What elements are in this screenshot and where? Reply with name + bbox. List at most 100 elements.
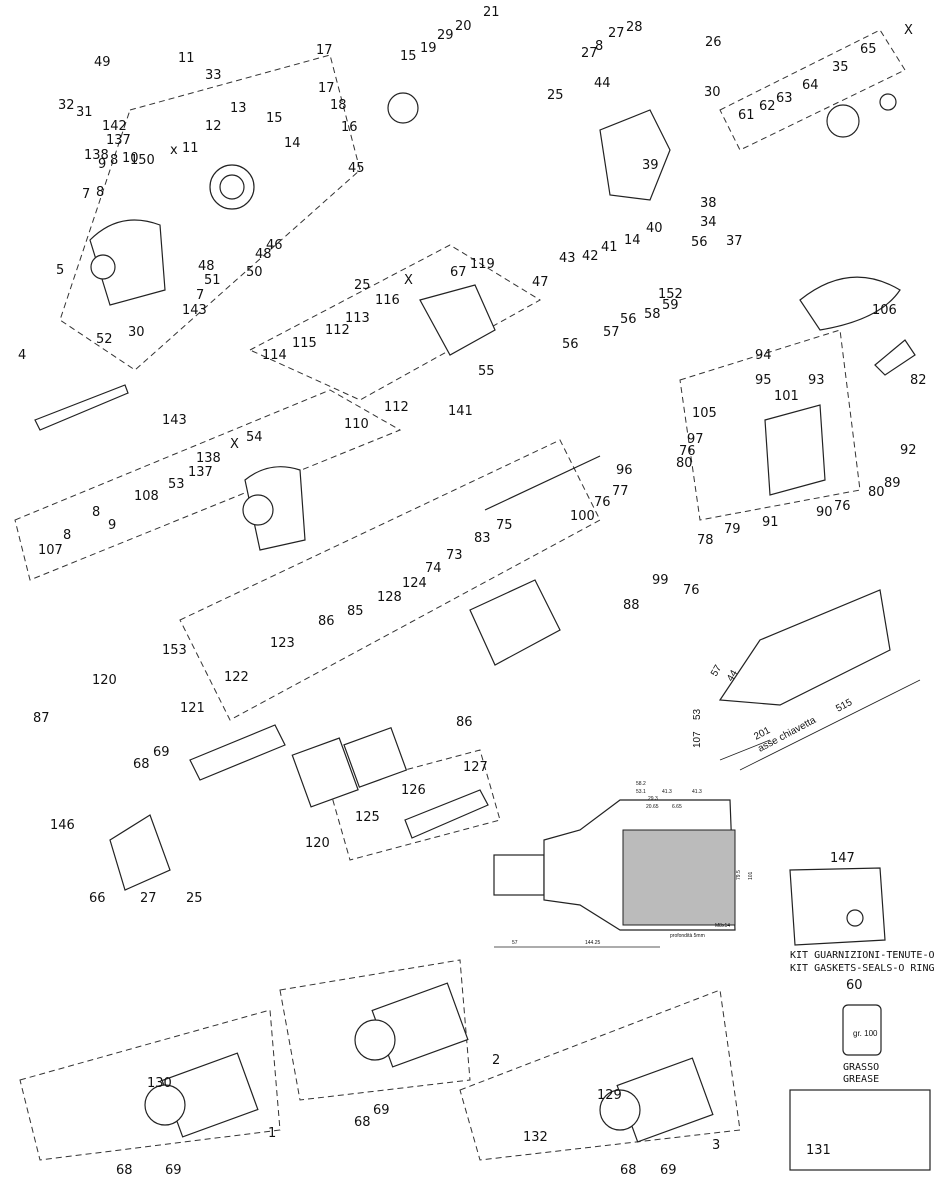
spindle-4: [34, 384, 129, 431]
part-number-label: 27: [608, 26, 625, 41]
part-number-label: 138: [196, 451, 221, 466]
part-number-label: 51: [204, 273, 221, 288]
part-number-label: 128: [377, 590, 402, 605]
part-number-label: 107: [38, 543, 63, 558]
part-number-label: 14: [624, 233, 641, 248]
part-number-label: 2: [492, 1053, 500, 1068]
part-number-label: 90: [816, 505, 833, 520]
grease-can: [842, 1004, 882, 1056]
svg-text:6.65: 6.65: [672, 804, 682, 810]
part-number-label: 33: [205, 68, 222, 83]
gear-64: [826, 104, 860, 138]
part-number-label: 41: [601, 240, 618, 255]
iso-dim-107: 107: [692, 731, 703, 748]
part-number-label: 63: [776, 91, 793, 106]
part-number-label: 99: [652, 573, 669, 588]
part-number-label: 125: [355, 810, 380, 825]
part-number-label: 96: [616, 463, 633, 478]
part-number-label: X: [904, 23, 913, 38]
part-number-label: 52: [96, 332, 113, 347]
part-number-label: 108: [134, 489, 159, 504]
part-number-label: 44: [594, 76, 611, 91]
part-number-label: 53: [168, 477, 185, 492]
part-number-label: 131: [806, 1143, 831, 1158]
part-number-label: 69: [165, 1163, 182, 1178]
detail-131-frame: [789, 1089, 931, 1171]
part-number-label: 17: [318, 81, 335, 96]
part-number-label: 152: [658, 287, 683, 302]
part-number-label: 150: [130, 153, 155, 168]
part-number-label: 12: [205, 119, 222, 134]
part-number-label: 31: [76, 105, 93, 120]
part-number-label: 57: [603, 325, 620, 340]
gear-35: [879, 93, 897, 111]
grease-label-en: GREASE: [843, 1074, 879, 1085]
part-number-label: 114: [262, 348, 287, 363]
part-number-label: 45: [348, 161, 365, 176]
part-number-label: 80: [676, 456, 693, 471]
grease-can-label: gr. 100: [853, 1029, 878, 1038]
iso-dim-57: 57: [709, 663, 724, 679]
part-number-label: 127: [463, 760, 488, 775]
part-number-label: 5: [56, 263, 64, 278]
part-number-label: 86: [456, 715, 473, 730]
part-number-label: 10: [122, 151, 139, 166]
part-number-label: 7: [196, 288, 204, 303]
part-number-label: 121: [180, 701, 205, 716]
part-number-label: 18: [330, 98, 347, 113]
part-number-label: 78: [697, 533, 714, 548]
part-number-label: 9: [98, 157, 106, 172]
part-number-label: 76: [679, 444, 696, 459]
part-number-label: 69: [373, 1103, 390, 1118]
version3-outline: [459, 989, 741, 1161]
drawing-spindle: [493, 854, 545, 896]
part-number-label: 95: [755, 373, 772, 388]
front-cover-outline: [14, 389, 402, 581]
part-number-label: 85: [347, 604, 364, 619]
part-number-label: 105: [692, 406, 717, 421]
part-number-label: 8: [595, 39, 603, 54]
svg-text:53.1: 53.1: [636, 789, 646, 795]
part-number-label: 59: [662, 298, 679, 313]
part-number-label: 89: [884, 476, 901, 491]
part-number-label: 92: [900, 443, 917, 458]
part-number-label: 86: [318, 614, 335, 629]
part-number-label: 32: [58, 98, 75, 113]
part-number-label: 153: [162, 643, 187, 658]
svg-text:144.25: 144.25: [585, 940, 601, 946]
armature-outline: [329, 749, 501, 861]
part-number-label: 74: [425, 561, 442, 576]
part-number-label: 56: [562, 337, 579, 352]
part-number-label: 68: [116, 1163, 133, 1178]
rear-housing-25: [109, 814, 171, 891]
part-number-label: 112: [325, 323, 350, 338]
part-number-label: 138: [84, 148, 109, 163]
part-number-label: 65: [860, 42, 877, 57]
part-number-label: 120: [92, 673, 117, 688]
part-number-label: 15: [266, 111, 283, 126]
part-number-label: 75: [496, 518, 513, 533]
part-number-label: 15: [400, 49, 417, 64]
part-number-label: 48: [198, 259, 215, 274]
part-number-label: 20: [455, 19, 472, 34]
part-number-label: 126: [401, 783, 426, 798]
switch-box-outline: [679, 329, 861, 521]
kit-label-it: KIT GUARNIZIONI-TENUTE-O RING: [790, 950, 939, 961]
part-number-label: 76: [834, 499, 851, 514]
gearbox-housing-25: [599, 109, 671, 201]
sleeve-123: [343, 727, 408, 788]
part-number-label: 1: [268, 1126, 276, 1141]
part-number-label: 88: [623, 598, 640, 613]
cable-sleeve-82: [874, 339, 916, 376]
part-number-label: x: [170, 143, 178, 158]
assembled-drill-iso: [718, 589, 891, 706]
part-number-label: 132: [523, 1130, 548, 1145]
svg-text:29.3: 29.3: [648, 796, 658, 802]
part-number-label: 66: [89, 891, 106, 906]
part-number-label: 7: [82, 187, 90, 202]
part-number-label: 93: [808, 373, 825, 388]
part-number-label: 34: [700, 215, 717, 230]
part-number-label: 64: [802, 78, 819, 93]
kit-label-en: KIT GASKETS-SEALS-O RING: [790, 963, 935, 974]
